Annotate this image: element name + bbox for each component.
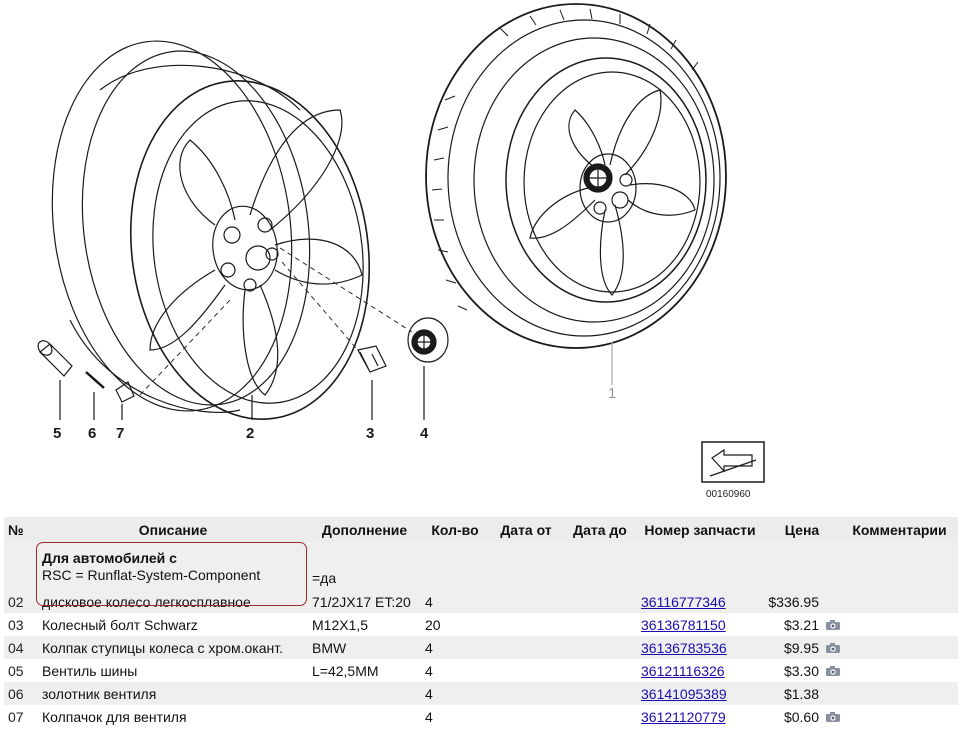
parts-diagram: 5 6 7 2 3 4 1 00160960 xyxy=(37,3,765,500)
row-description: Вентиль шины xyxy=(42,662,138,679)
part-number-link[interactable]: 36121116326 xyxy=(641,662,725,679)
table-header-row: № Описание Дополнение Кол-во Дата от Дат… xyxy=(4,517,958,542)
row-qty: 4 xyxy=(421,682,489,705)
callout-4: 4 xyxy=(420,425,429,442)
part-number-link[interactable]: 36136781150 xyxy=(641,616,726,633)
row-number: 05 xyxy=(8,662,24,679)
row-description: Колпачок для вентиля xyxy=(42,708,187,725)
row-extra xyxy=(308,682,421,705)
callout-6: 6 xyxy=(88,425,96,442)
hub-cap-illustration xyxy=(279,247,449,420)
row-description: дисковое колесо легкосплавное xyxy=(38,590,308,613)
row-qty: 4 xyxy=(421,636,489,659)
row-number: 04 xyxy=(4,636,38,659)
part-number-link[interactable]: 36116777346 xyxy=(641,593,726,610)
callout-5: 5 xyxy=(53,425,61,442)
drawing-number: 00160960 xyxy=(706,489,751,500)
camera-icon[interactable] xyxy=(825,711,841,723)
part-number-link[interactable]: 36141095389 xyxy=(641,685,727,702)
camera-icon[interactable] xyxy=(825,642,841,654)
callout-2: 2 xyxy=(246,425,254,442)
col-header-part-number: Номер запчасти xyxy=(637,517,763,542)
row-price: $3.21 xyxy=(783,616,819,633)
row-extra: M12X1,5 xyxy=(312,616,369,633)
group-row: Для автомобилей с RSC = Runflat-System-C… xyxy=(4,542,958,590)
part-number-link[interactable]: 36121120779 xyxy=(641,708,726,725)
col-header-description: Описание xyxy=(38,517,308,542)
row-qty: 20 xyxy=(425,616,441,633)
table-row: 06 золотник вентиля 4 36141095389 $1.38 xyxy=(4,682,958,705)
row-number: 02 xyxy=(4,590,38,613)
row-price: $1.38 xyxy=(783,685,819,702)
row-description: Колесный болт Schwarz xyxy=(42,616,198,633)
col-header-date-to: Дата до xyxy=(563,517,637,542)
callout-7: 7 xyxy=(116,425,124,442)
row-description: Колпак ступицы колеса с хром.окант. xyxy=(38,636,308,659)
camera-icon[interactable] xyxy=(825,665,841,677)
row-extra: BMW xyxy=(308,636,421,659)
table-row: 04 Колпак ступицы колеса с хром.окант. B… xyxy=(4,636,958,659)
col-header-date-from: Дата от xyxy=(489,517,563,542)
row-qty: 4 xyxy=(421,590,489,613)
col-header-comments: Комментарии xyxy=(841,517,958,542)
group-condition: RSC = Runflat-System-Component xyxy=(42,567,261,583)
wheel-with-tire-illustration xyxy=(425,3,727,385)
rim-illustration xyxy=(51,40,371,420)
row-description: золотник вентиля xyxy=(38,682,308,705)
table-row: 07 Колпачок для вентиля 4 36121120779 $0… xyxy=(4,705,958,728)
camera-icon[interactable] xyxy=(825,619,841,631)
row-extra: L=42,5MM xyxy=(312,662,379,679)
group-extra: =да xyxy=(308,542,421,590)
callout-3: 3 xyxy=(366,425,374,442)
col-header-price: Цена xyxy=(763,517,841,542)
col-header-qty: Кол-во xyxy=(421,517,489,542)
col-header-no: № xyxy=(4,517,38,542)
col-header-extra: Дополнение xyxy=(308,517,421,542)
row-qty: 4 xyxy=(425,708,433,725)
row-price: $0.60 xyxy=(783,708,819,725)
row-extra xyxy=(308,705,421,728)
row-number: 06 xyxy=(4,682,38,705)
row-number: 03 xyxy=(8,616,24,633)
table-row: 03 Колесный болт Schwarz M12X1,5 20 3613… xyxy=(4,613,958,636)
row-extra: 71/2JX17 ET:20 xyxy=(308,590,421,613)
row-qty: 4 xyxy=(425,662,433,679)
wheel-bolt-illustration xyxy=(281,261,387,420)
table-row: 02 дисковое колесо легкосплавное 71/2JX1… xyxy=(4,590,958,613)
callout-1: 1 xyxy=(608,385,616,402)
group-title: Для автомобилей с xyxy=(42,550,177,566)
table-row: 05 Вентиль шины L=42,5MM 4 36121116326 $… xyxy=(4,659,958,682)
parts-table: № Описание Дополнение Кол-во Дата от Дат… xyxy=(4,517,958,728)
row-price: $3.30 xyxy=(783,662,819,679)
row-price: $9.95 xyxy=(783,639,819,656)
part-number-link[interactable]: 36136783536 xyxy=(641,639,727,656)
row-price: $336.95 xyxy=(768,593,819,610)
drawing-reference-stamp: 00160960 xyxy=(701,441,765,500)
valve-parts-illustration xyxy=(37,299,253,420)
row-number: 07 xyxy=(8,708,24,725)
